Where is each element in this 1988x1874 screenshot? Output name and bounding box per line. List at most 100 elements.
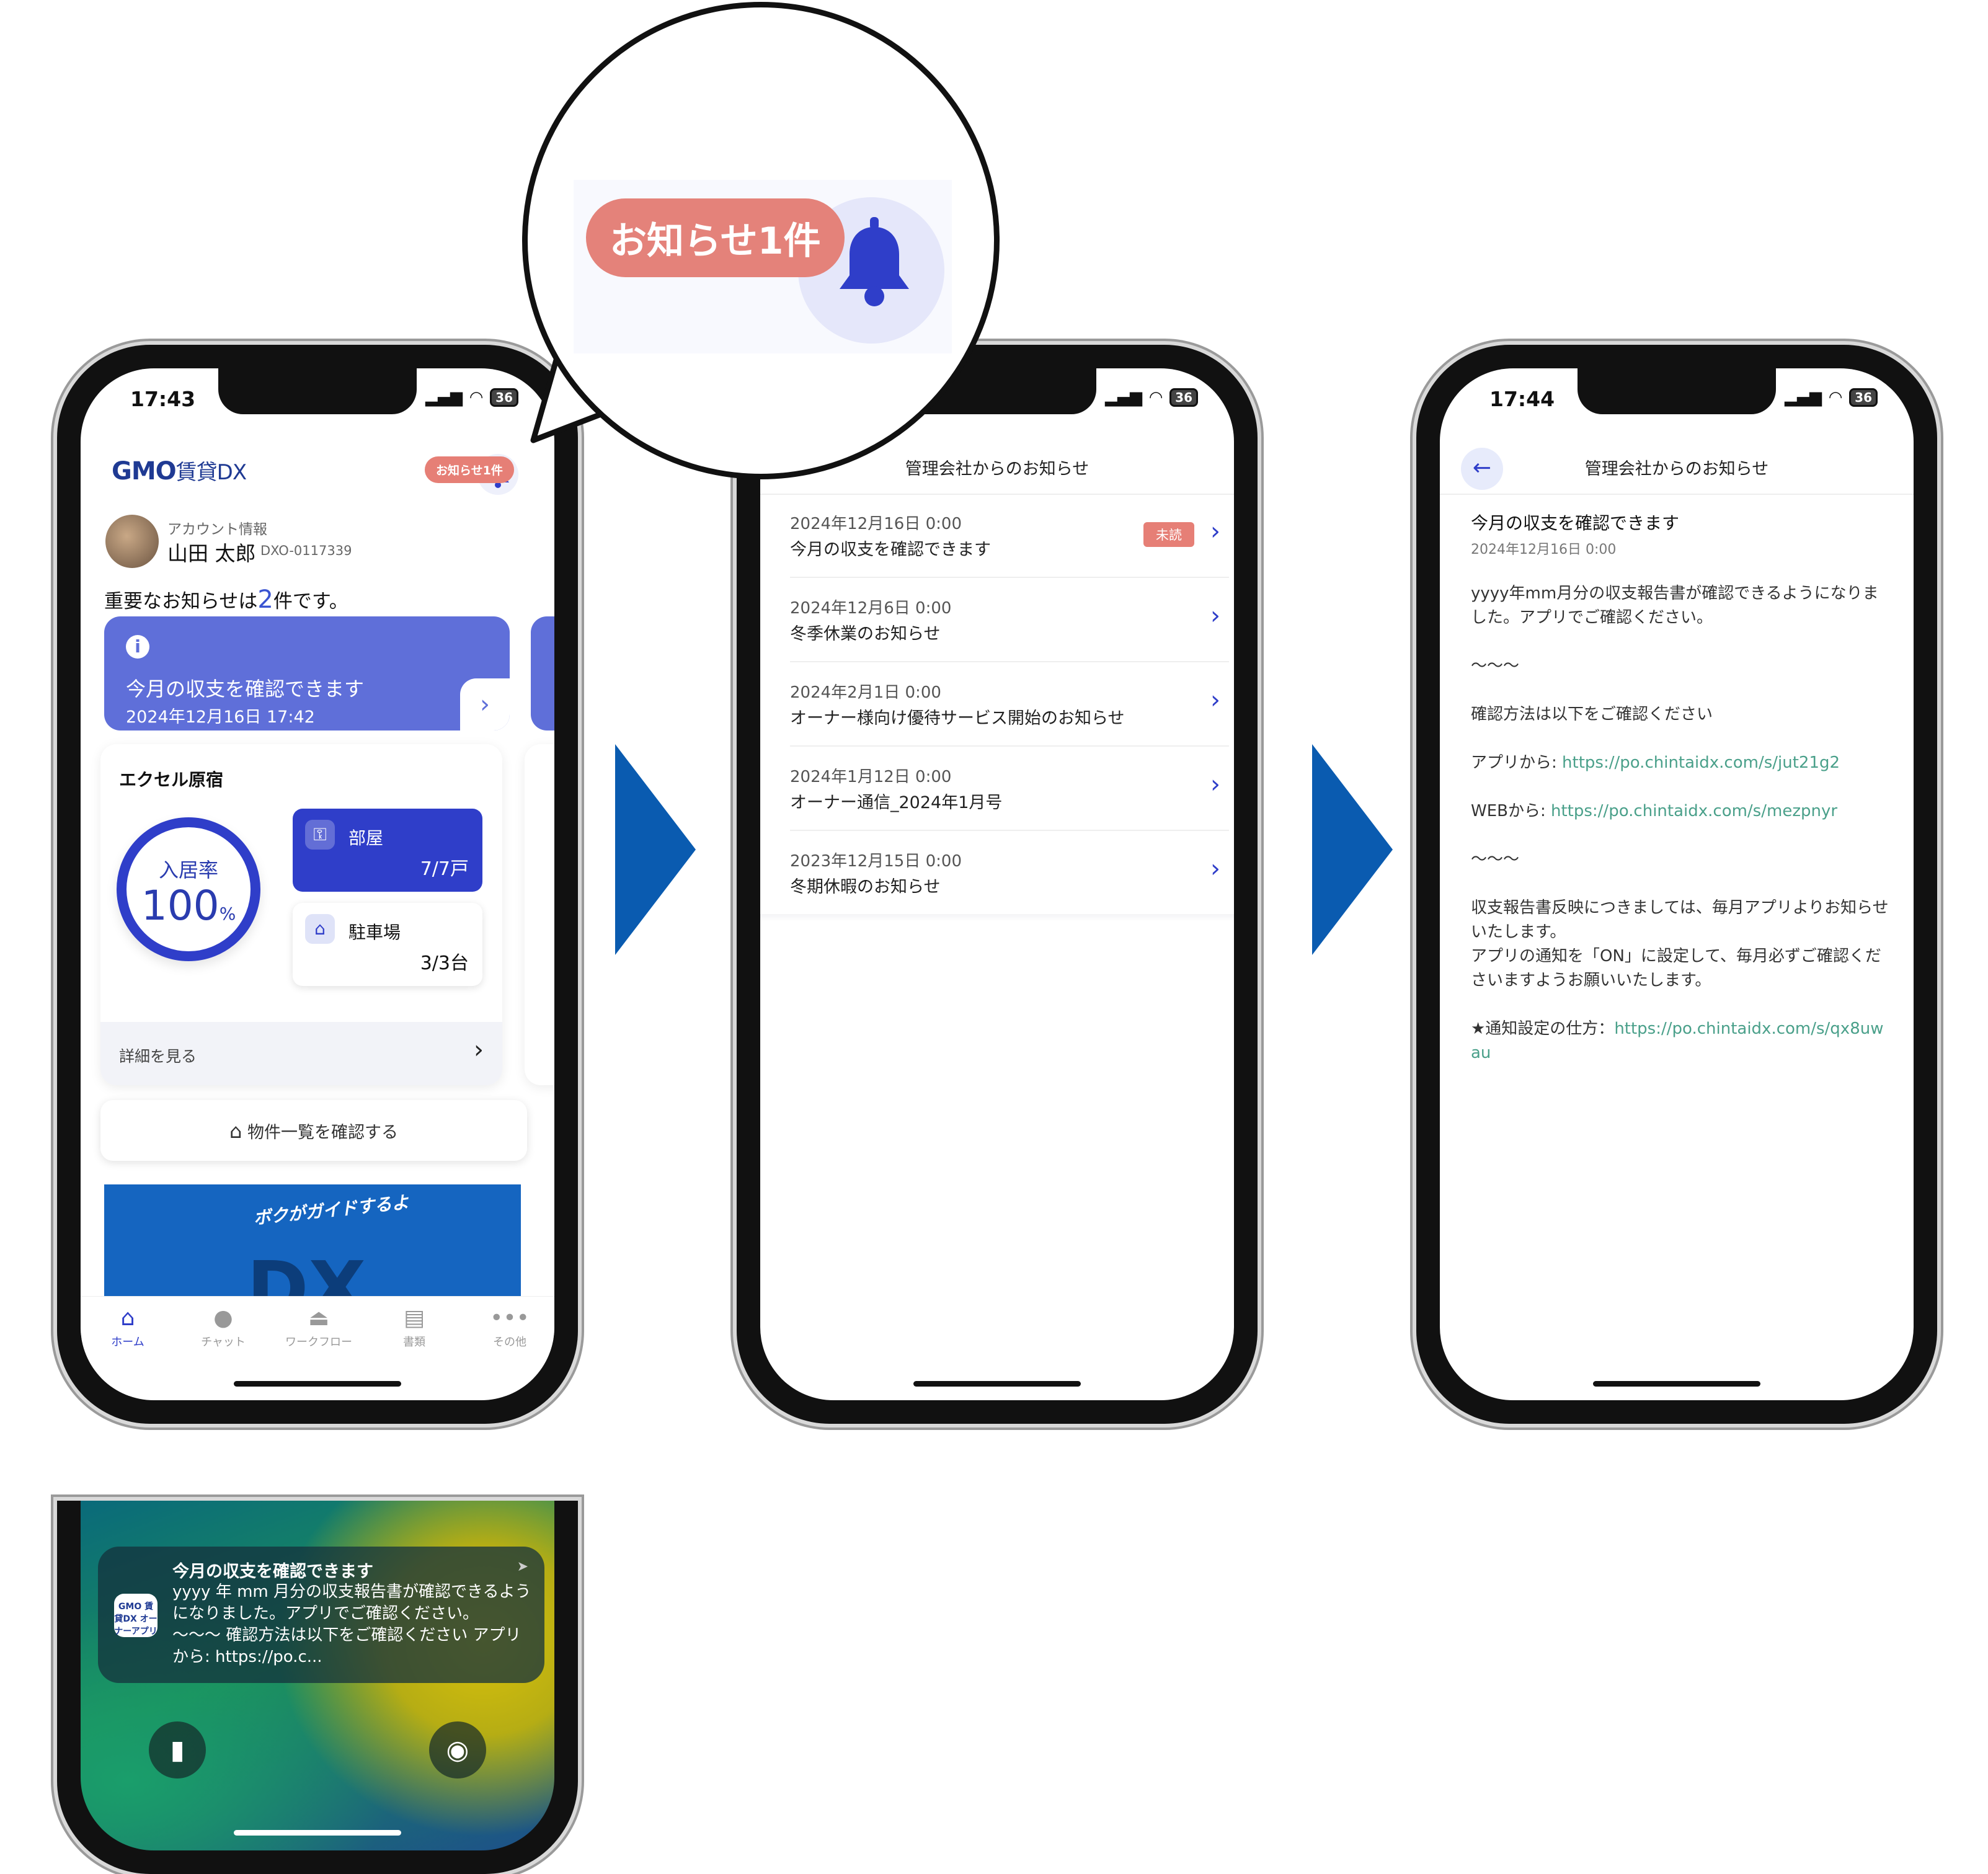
parking-button[interactable]: ⌂ 駐車場 3/3台 bbox=[293, 903, 482, 986]
app-logo: GMO賃貸DX bbox=[112, 457, 247, 486]
notice-count-badge[interactable]: お知らせ1件 bbox=[425, 456, 514, 483]
home-screen: 17:43 ▂▄▆ ◠ 36 GMO賃貸DX お知らせ1件 アカウント情報 山田… bbox=[81, 368, 554, 1400]
chevron-right-icon: › bbox=[1210, 770, 1220, 799]
push-notification[interactable]: GMO 賃貸DX オーナーアプリ 今月の収支を確認できます yyyy 年 mm … bbox=[98, 1547, 544, 1683]
wifi-icon: ◠ bbox=[470, 388, 483, 407]
tab-documents[interactable]: ▤書類 bbox=[371, 1305, 458, 1349]
notice-date: 2024年1月12日 0:00 bbox=[790, 768, 952, 786]
notice-item[interactable]: 2024年2月1日 0:00 オーナー様向け優待サービス開始のお知らせ › bbox=[790, 664, 1229, 747]
notice-date: 2024年12月16日 0:00 bbox=[790, 515, 962, 533]
property-name: エクセル原宿 bbox=[119, 770, 224, 790]
tab-bar: ⌂ホーム ●チャット ⏏ワークフロー ▤書類 •••その他 bbox=[81, 1296, 554, 1396]
lock-screen: GMO 賃貸DX オーナーアプリ 今月の収支を確認できます yyyy 年 mm … bbox=[81, 1501, 554, 1850]
setting-link[interactable]: https://po.chintaidx.com/s/qx8uwau bbox=[1471, 1019, 1884, 1062]
tab-more[interactable]: •••その他 bbox=[466, 1305, 553, 1349]
body-separator: 〜〜〜 bbox=[1471, 850, 1520, 869]
status-time: 17:44 bbox=[1489, 387, 1555, 411]
parking-label: 駐車場 bbox=[348, 922, 401, 943]
page-title: 管理会社からのお知らせ bbox=[1584, 460, 1769, 479]
signal-icon: ▂▄▆ bbox=[425, 388, 463, 407]
notice-item[interactable]: 2024年12月6日 0:00 冬季休業のお知らせ › bbox=[790, 579, 1229, 662]
notice-title: 冬季休業のお知らせ bbox=[790, 624, 941, 644]
account-label: アカウント情報 bbox=[167, 522, 267, 538]
notice-item[interactable]: 2024年1月12日 0:00 オーナー通信_2024年1月号 › bbox=[790, 748, 1229, 831]
info-icon: i bbox=[126, 635, 149, 659]
tab-workflow[interactable]: ⏏ワークフロー bbox=[275, 1305, 362, 1349]
app-link[interactable]: https://po.chintaidx.com/s/jut21g2 bbox=[1562, 753, 1840, 772]
battery-icon: 36 bbox=[490, 388, 518, 407]
notice-list-screen: ▂▄▆ ◠ 36 管理会社からのお知らせ 2024年12月16日 0:00 今月… bbox=[760, 368, 1234, 1400]
list-bottom-shade bbox=[760, 914, 1234, 921]
property-list-label: ⌂ 物件一覧を確認する bbox=[229, 1119, 398, 1143]
chevron-right-icon: › bbox=[1210, 686, 1220, 714]
status-time: 17:43 bbox=[130, 387, 196, 411]
garage-icon: ⌂ bbox=[305, 914, 335, 944]
body-paragraph: 収支報告書反映につきましては、毎月アプリよりお知らせいたします。 bbox=[1471, 899, 1889, 941]
chevron-right-icon[interactable]: › bbox=[460, 678, 510, 731]
unread-badge: 未読 bbox=[1143, 522, 1194, 547]
chevron-right-icon: › bbox=[1210, 855, 1220, 883]
back-arrow-icon[interactable]: ← bbox=[1461, 448, 1503, 490]
notice-detail-screen: 17:44 ▂▄▆ ◠ 36 ← 管理会社からのお知らせ 今月の収支を確認できま… bbox=[1440, 368, 1914, 1400]
gauge-value: 100% bbox=[141, 882, 236, 930]
header-divider bbox=[760, 494, 1234, 495]
notice-date: 2024年12月16日 0:00 bbox=[1471, 542, 1617, 557]
detail-link[interactable]: 詳細を見る › bbox=[100, 1022, 502, 1085]
chevron-right-icon: › bbox=[474, 1036, 484, 1064]
account-id: DXO-0117339 bbox=[260, 543, 352, 558]
flashlight-icon[interactable]: ▮ bbox=[149, 1721, 206, 1779]
phone-notice-list: ▂▄▆ ◠ 36 管理会社からのお知らせ 2024年12月16日 0:00 今月… bbox=[737, 345, 1258, 1424]
notice-item[interactable]: 2024年12月16日 0:00 今月の収支を確認できます 未読 › bbox=[790, 495, 1229, 578]
room-label: 部屋 bbox=[348, 828, 384, 848]
workflow-icon: ⏏ bbox=[308, 1305, 329, 1331]
body-separator: 〜〜〜 bbox=[1471, 657, 1520, 675]
important-notice-summary: 重要なお知らせは2件です。 bbox=[104, 585, 348, 614]
home-indicator bbox=[1593, 1381, 1760, 1387]
important-notice-card-next[interactable] bbox=[531, 616, 554, 731]
tab-home[interactable]: ⌂ホーム bbox=[84, 1305, 171, 1349]
notice-date: 2024年12月6日 0:00 bbox=[790, 599, 952, 618]
property-list-button[interactable]: ⌂ 物件一覧を確認する bbox=[100, 1100, 527, 1161]
web-link[interactable]: https://po.chintaidx.com/s/mezpnyr bbox=[1551, 802, 1838, 820]
camera-icon[interactable]: ◉ bbox=[429, 1721, 486, 1779]
property-card: エクセル原宿 入居率 100% ⚿ 部屋 7/7戸 ⌂ 駐車場 3/3台 詳細を… bbox=[100, 744, 502, 1085]
more-icon: ••• bbox=[490, 1305, 530, 1331]
notice-date: 2024年2月1日 0:00 bbox=[790, 683, 941, 702]
home-indicator bbox=[234, 1381, 401, 1387]
gauge-label: 入居率 bbox=[158, 858, 218, 882]
signal-icon: ▂▄▆ bbox=[1105, 388, 1143, 407]
home-indicator bbox=[234, 1830, 401, 1836]
notice-title: 今月の収支を確認できます bbox=[1471, 513, 1680, 533]
wifi-icon: ◠ bbox=[1829, 388, 1842, 407]
property-card-next[interactable] bbox=[525, 744, 554, 1085]
callout-content: お知らせ1件 bbox=[574, 180, 952, 353]
room-button[interactable]: ⚿ 部屋 7/7戸 bbox=[293, 809, 482, 892]
notice-title: 冬期休暇のお知らせ bbox=[790, 877, 941, 897]
notice-date: 2023年12月15日 0:00 bbox=[790, 852, 962, 871]
notch bbox=[218, 368, 417, 414]
notice-title: オーナー様向け優待サービス開始のお知らせ bbox=[790, 709, 1125, 728]
body-paragraph: 確認方法は以下をご確認ください bbox=[1471, 705, 1713, 724]
avatar[interactable] bbox=[105, 515, 159, 568]
banner-dx: DX bbox=[247, 1246, 366, 1296]
app-link-line: アプリから: https://po.chintaidx.com/s/jut21g… bbox=[1471, 753, 1840, 772]
body-paragraph: アプリの通知を「ON」に設定して、毎月必ずご確認くださいますようお願いいたします… bbox=[1471, 947, 1881, 990]
signal-icon: ▂▄▆ bbox=[1785, 388, 1822, 407]
important-notice-card[interactable]: i 今月の収支を確認できます 2024年12月16日 17:42 › bbox=[104, 616, 510, 731]
detail-label: 詳細を見る bbox=[119, 1047, 197, 1065]
location-arrow-icon: ➤ bbox=[517, 1559, 528, 1574]
status-icons: ▂▄▆ ◠ 36 bbox=[1785, 388, 1878, 407]
guide-banner[interactable]: ボクがガイドするよ DX bbox=[104, 1184, 521, 1296]
phone-home: 17:43 ▂▄▆ ◠ 36 GMO賃貸DX お知らせ1件 アカウント情報 山田… bbox=[57, 345, 578, 1424]
header-divider bbox=[1440, 494, 1914, 495]
notification-title: 今月の収支を確認できます bbox=[172, 1562, 373, 1581]
document-icon: ▤ bbox=[403, 1305, 425, 1331]
setting-link-line: ★通知設定の仕方：https://po.chintaidx.com/s/qx8u… bbox=[1471, 1019, 1884, 1062]
tab-chat[interactable]: ●チャット bbox=[180, 1305, 267, 1349]
notice-item[interactable]: 2023年12月15日 0:00 冬期休暇のお知らせ › bbox=[790, 832, 1229, 914]
wifi-icon: ◠ bbox=[1150, 388, 1163, 407]
home-icon: ⌂ bbox=[120, 1305, 135, 1331]
notice-title: オーナー通信_2024年1月号 bbox=[790, 793, 1003, 812]
key-icon: ⚿ bbox=[305, 820, 335, 850]
important-card-date: 2024年12月16日 17:42 bbox=[126, 708, 315, 727]
